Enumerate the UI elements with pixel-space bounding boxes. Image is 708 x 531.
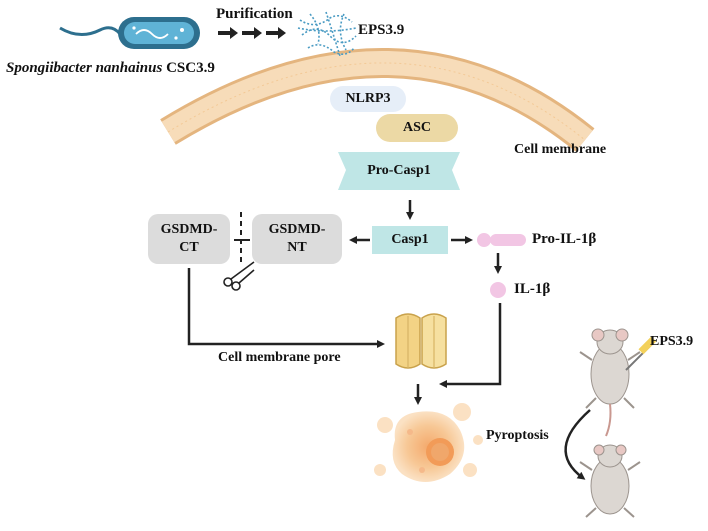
mouse-icon-top (579, 328, 641, 437)
bacterium-icon (59, 17, 200, 49)
organism-name: Spongiibacter nanhainus (6, 60, 163, 76)
nlrp3-label: NLRP3 (345, 91, 391, 106)
pro-casp1-label: Pro-Casp1 (367, 163, 431, 178)
arrow-mouse (564, 409, 591, 480)
mouse-icon-bottom (579, 444, 641, 518)
gsdmd-ct-label: GSDMD- CT (148, 214, 230, 264)
nlrp3-shape (330, 86, 406, 112)
pro-il1b-shape (477, 233, 526, 247)
gsdmd-nt-label: GSDMD- NT (252, 214, 342, 264)
gsdmd-nt-line1: GSDMD- (268, 222, 326, 237)
syringe-icon (625, 336, 657, 371)
purification-label: Purification (216, 6, 293, 22)
eps-label: EPS3.9 (358, 22, 405, 38)
cell-membrane-label: Cell membrane (514, 142, 607, 157)
pyroptosis-label: Pyroptosis (486, 428, 549, 443)
pore-label: Cell membrane pore (218, 350, 341, 365)
pro-il1b-label: Pro-IL-1β (532, 231, 597, 247)
source-organism-label: Spongiibacter nanhainus CSC3.9 (6, 60, 215, 77)
eps-fiber-icon (297, 11, 357, 57)
gsdmd-ct-line2: CT (179, 240, 199, 255)
cell-membrane-arc (160, 48, 595, 152)
gsdmd-ct-line1: GSDMD- (160, 222, 218, 237)
gsdmd-ct-shape (148, 214, 230, 264)
il1b-label: IL-1β (514, 281, 551, 297)
pyroptotic-cell-icon (374, 403, 483, 482)
strain-name: CSC3.9 (166, 60, 215, 76)
asc-shape (376, 114, 458, 142)
asc-label: ASC (402, 120, 431, 135)
gsdmd-nt-line2: NT (287, 240, 307, 255)
casp1-label: Casp1 (391, 232, 429, 247)
membrane-pore-icon (395, 313, 447, 369)
il1b-shape (490, 282, 506, 298)
purification-arrows (218, 27, 286, 39)
pro-casp1-shape (338, 152, 460, 190)
scissors-icon (223, 261, 255, 291)
gsdmd-nt-shape (252, 214, 342, 264)
mouse-eps-label: EPS3.9 (650, 334, 694, 349)
arrow-gsdmd-pore (187, 268, 385, 348)
casp1-shape (372, 226, 448, 254)
arrow-il1b-cell (439, 303, 502, 388)
